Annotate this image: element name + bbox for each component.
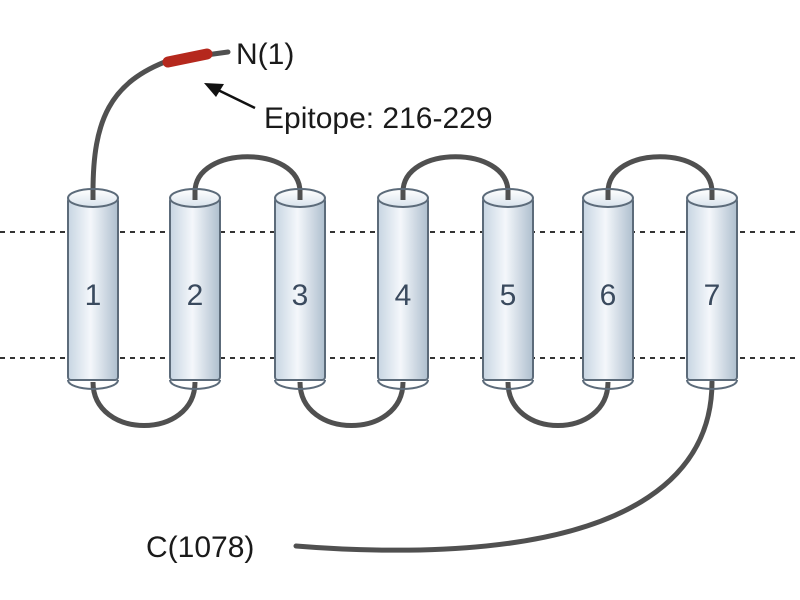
c-terminus-label: C(1078) [146,531,254,564]
helix-5-label: 5 [500,279,517,312]
helix-2-label: 2 [187,279,204,312]
helix-4: 4 [377,188,429,390]
c-terminal-tail [293,379,715,553]
extracellular-loop-6-7 [605,154,715,193]
helix-2: 2 [169,188,221,390]
helix-4-label: 4 [395,279,412,312]
n-terminal-tail [90,49,231,195]
helix-5: 5 [482,188,534,390]
helix-7: 7 [686,188,738,390]
epitope-segment [162,48,213,68]
intracellular-loop-1-2 [90,381,198,428]
epitope-label: Epitope: 216-229 [264,102,493,135]
helix-7-label: 7 [704,279,721,312]
extracellular-loop-4-5 [400,154,511,193]
n-terminus-label: N(1) [236,38,294,71]
intracellular-loop-3-4 [297,381,406,428]
helix-1: 1 [67,188,119,390]
helix-1-label: 1 [85,279,102,312]
helix-6: 6 [582,188,634,390]
helix-3: 3 [274,188,326,390]
intracellular-loop-5-6 [505,381,611,428]
epitope-arrow-icon [204,83,256,110]
helix-3-label: 3 [292,279,309,312]
helix-6-label: 6 [600,279,617,312]
extracellular-loop-2-3 [192,154,303,193]
